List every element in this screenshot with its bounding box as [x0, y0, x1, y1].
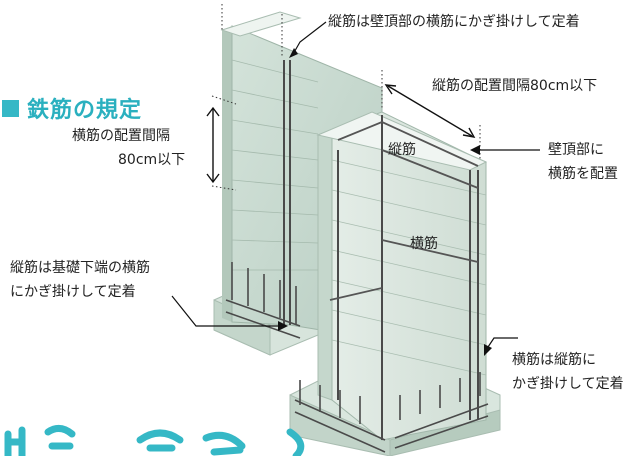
- label-horiz-spacing-1: 横筋の配置間隔: [72, 128, 170, 144]
- label-foundation-anchor-1: 縦筋は基礎下端の横筋: [10, 260, 150, 276]
- vertical-rebars: [283, 60, 479, 440]
- front-wall-top: [316, 111, 488, 171]
- cropped-heading-decoration: [0, 420, 330, 456]
- label-horiz-hook-2: かぎ掛けして定着: [512, 376, 624, 392]
- leader-lines: [171, 21, 540, 351]
- horizontal-rebars: [329, 121, 479, 301]
- label-horizontal-bar: 横筋: [410, 236, 438, 252]
- label-vert-spacing: 縦筋の配置間隔80cm以下: [432, 78, 598, 94]
- label-wall-top-2: 横筋を配置: [548, 166, 618, 182]
- spacing-arrows: [206, 84, 476, 184]
- back-wall-courses: [231, 59, 319, 271]
- section-title: 鉄筋の規定: [2, 92, 142, 124]
- label-horiz-spacing-2: 80cm以下: [118, 152, 186, 168]
- label-wall-top-1: 壁頂部に: [548, 142, 604, 158]
- cropped-heading-shapes: [4, 425, 305, 456]
- leader-arrowheads: [278, 48, 492, 356]
- label-vertical-bar: 縦筋: [388, 142, 416, 158]
- title-text: 鉄筋の規定: [27, 98, 143, 123]
- title-square-icon: [2, 99, 19, 117]
- front-wall-side: [317, 129, 333, 401]
- label-vert-top-anchor: 縦筋は壁頂部の横筋にかぎ掛けして定着: [328, 14, 580, 30]
- front-wall-courses: [331, 159, 487, 376]
- label-foundation-anchor-2: にかぎ掛けして定着: [10, 284, 136, 300]
- footing-rebar-cage: [225, 262, 489, 453]
- back-wall-side: [222, 26, 232, 322]
- label-horiz-hook-1: 横筋は縦筋に: [512, 352, 596, 368]
- back-wall-top: [220, 11, 302, 37]
